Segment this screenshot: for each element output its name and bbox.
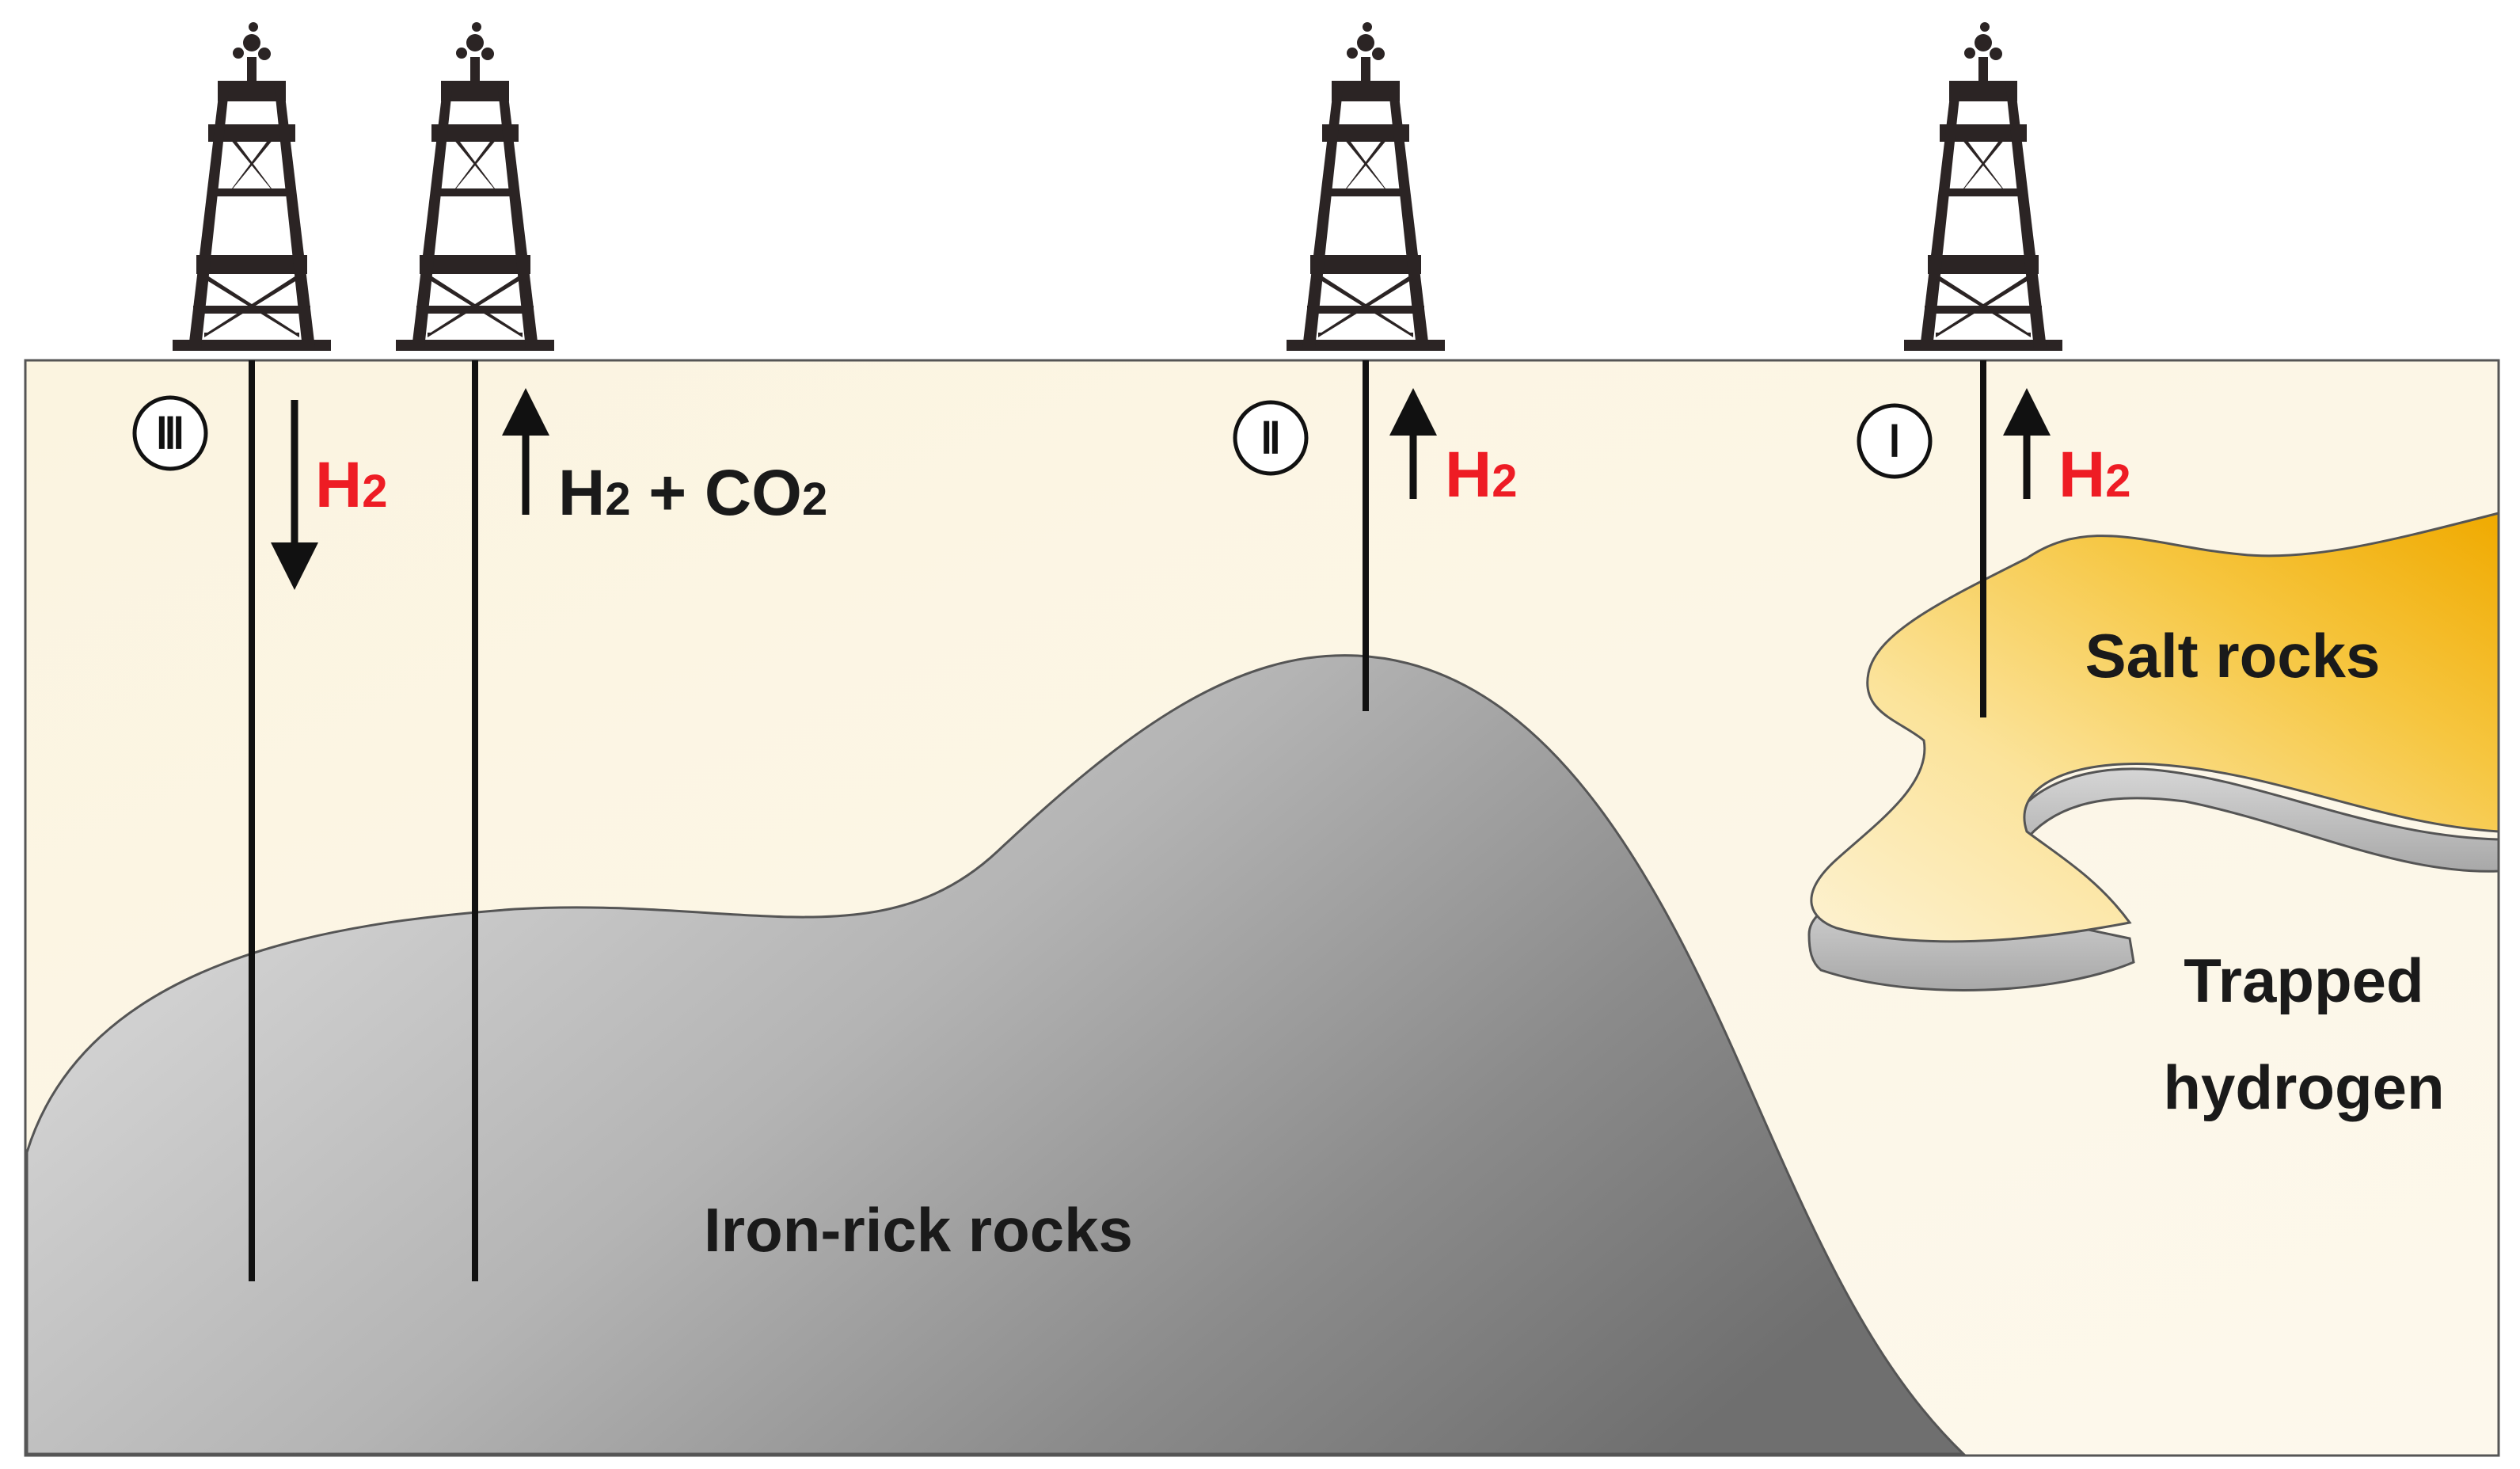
derrick-icon — [1287, 22, 1445, 351]
well-marker-2: Ⅱ — [1233, 400, 1309, 476]
h2-co2-label: H2 + CO2 — [558, 457, 827, 529]
derrick-icon — [396, 22, 554, 351]
h2-label-injection: H2 — [315, 449, 387, 521]
salt-rocks-label: Salt rocks — [2085, 621, 2381, 691]
well-marker-3: Ⅲ — [132, 395, 208, 471]
iron-rock-body — [25, 654, 1967, 1456]
svg-text:Ⅱ: Ⅱ — [1260, 415, 1282, 462]
h2-label-well-2: H2 — [1445, 439, 1517, 511]
arrow-up-icon — [1389, 388, 1437, 499]
salt-lower-ledge — [2009, 767, 2500, 873]
trapped-hydrogen-label: hydrogen — [2163, 1052, 2444, 1122]
arrow-down-icon — [271, 400, 318, 590]
svg-text:Ⅰ: Ⅰ — [1888, 418, 1901, 466]
iron-rocks-label: Iron-rick rocks — [704, 1195, 1133, 1265]
arrow-up-icon — [502, 388, 549, 515]
h2-label-well-1: H2 — [2058, 439, 2130, 511]
arrow-up-icon — [2003, 388, 2051, 499]
derrick-icon — [173, 22, 331, 351]
well-marker-1: Ⅰ — [1857, 403, 1933, 479]
trapped-hydrogen-label: Trapped — [2184, 946, 2423, 1015]
svg-text:Ⅲ: Ⅲ — [155, 410, 184, 458]
derrick-icon — [1904, 22, 2062, 351]
